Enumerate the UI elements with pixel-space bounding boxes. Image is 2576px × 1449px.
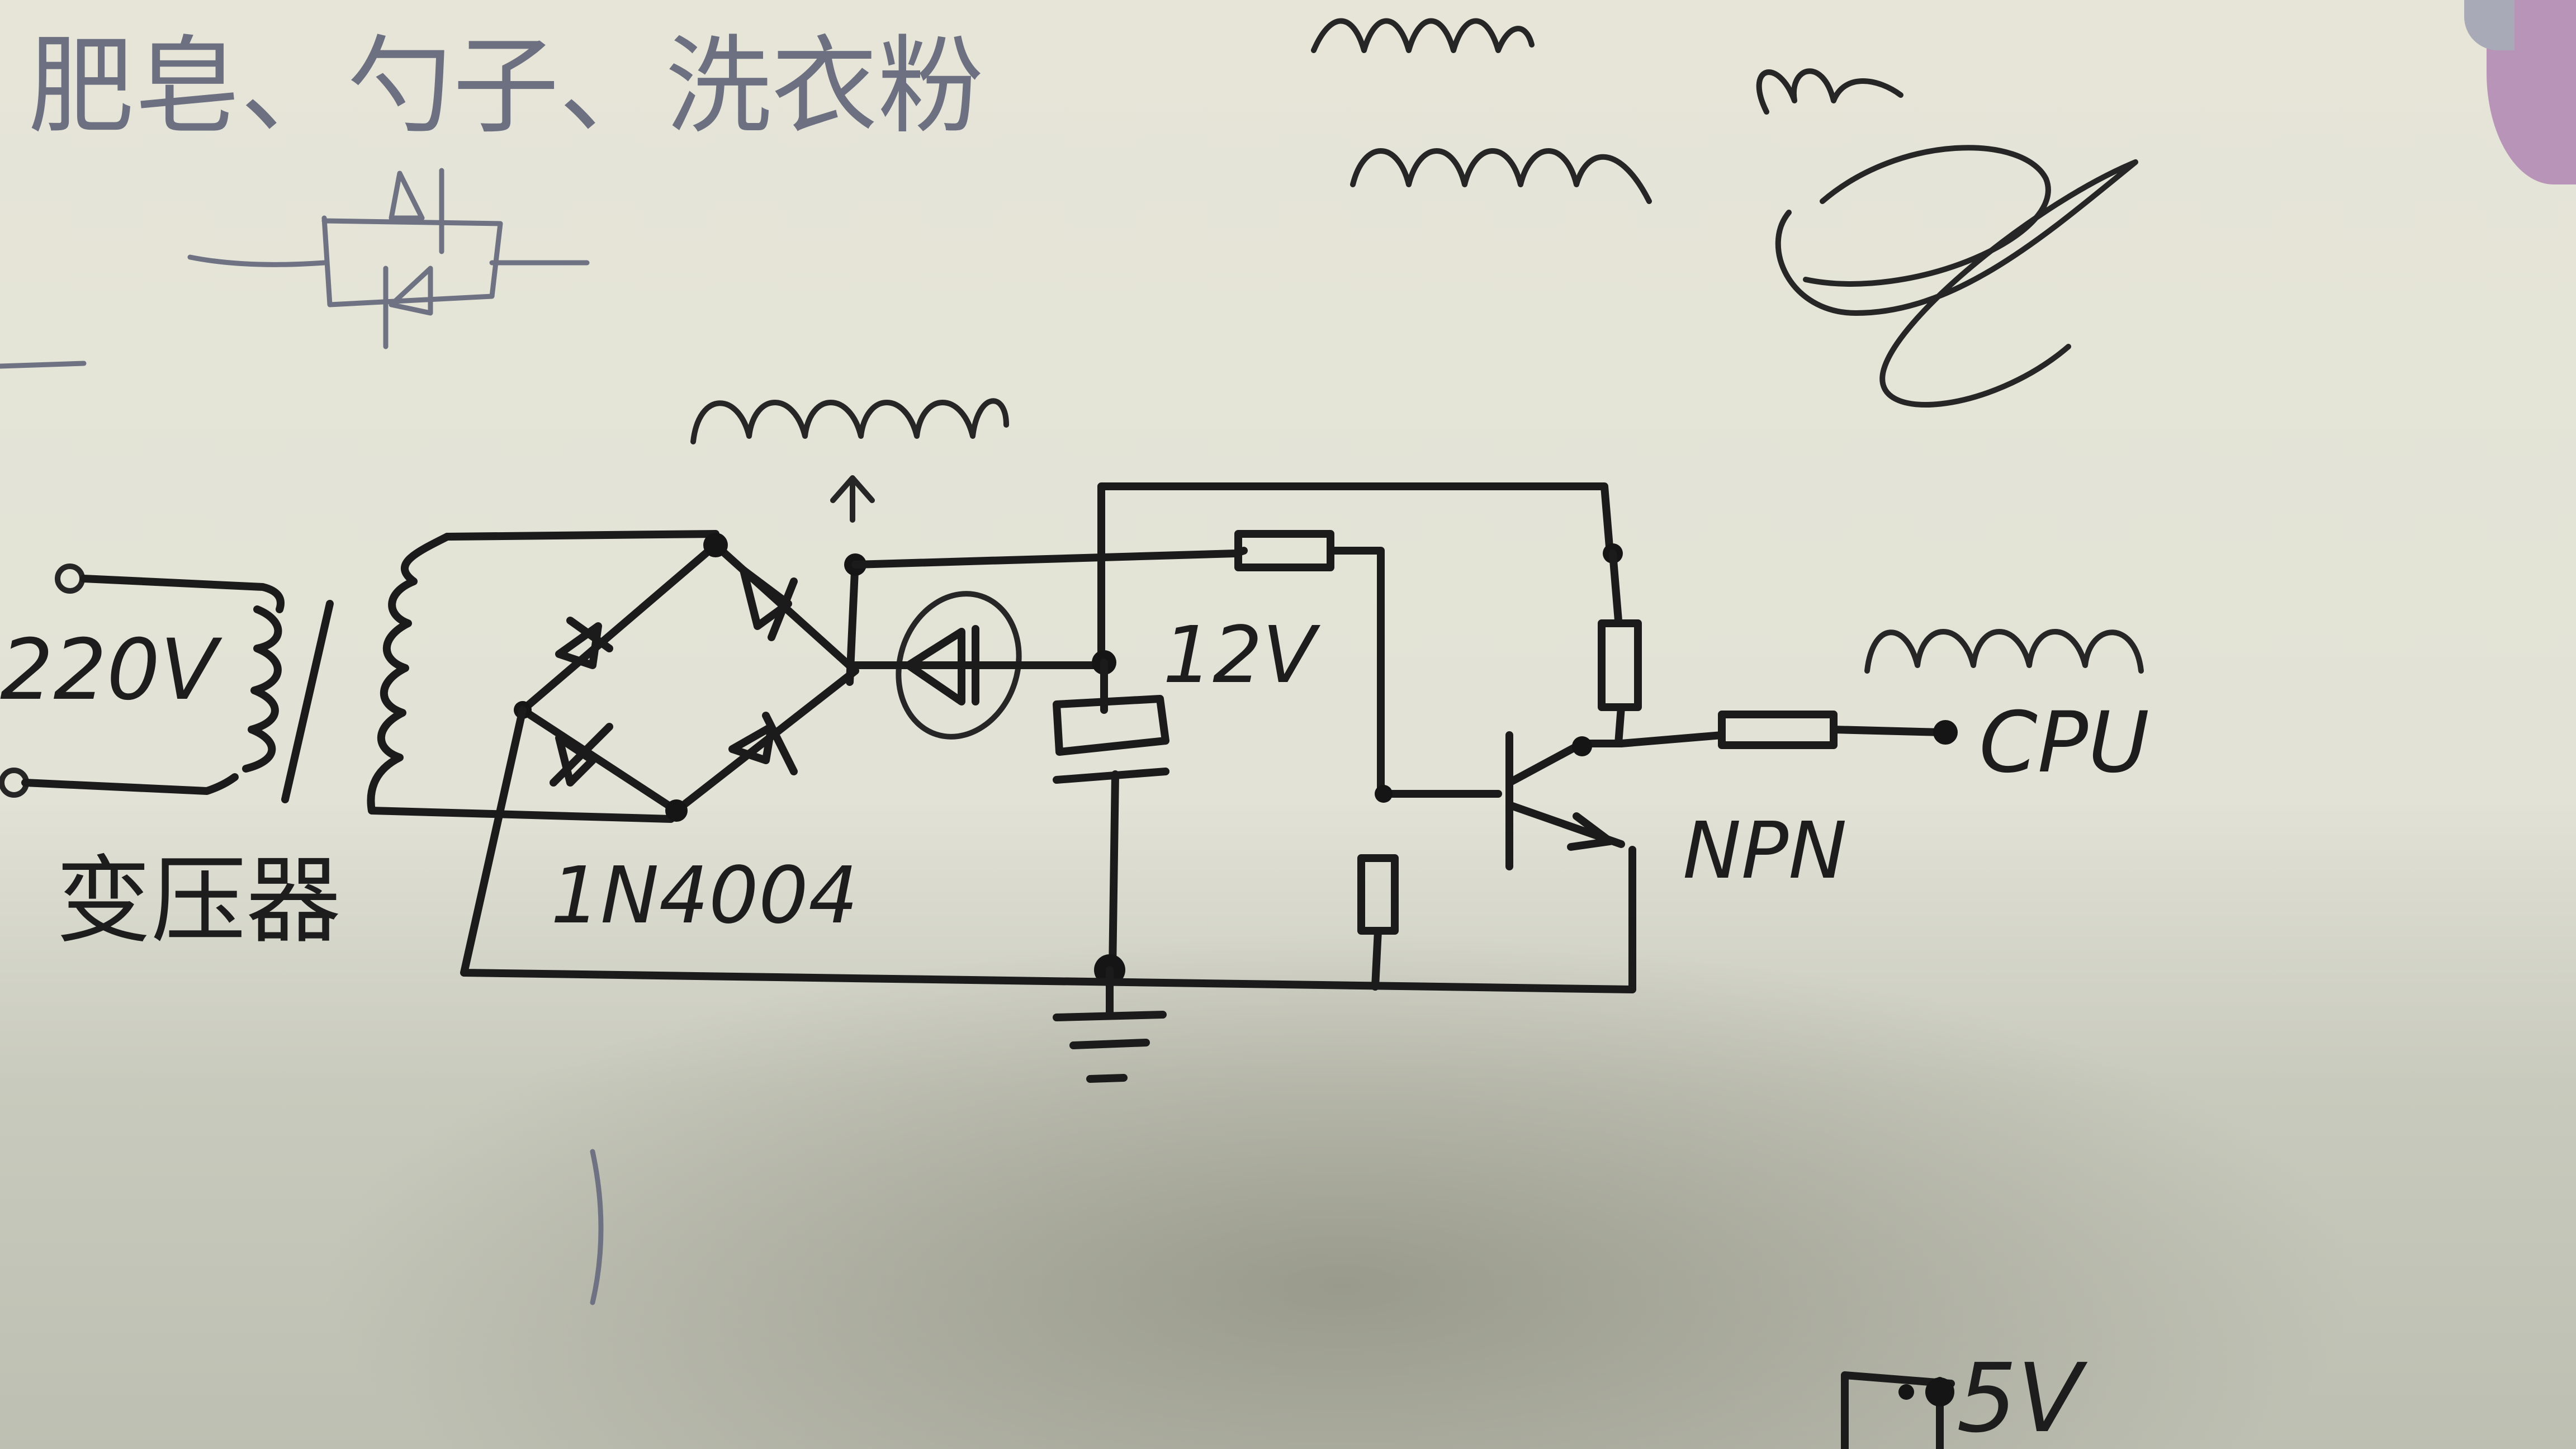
transformer-core-line [281, 600, 334, 803]
notes-top-text: 肥皂、勺子、洗衣粉 [28, 25, 984, 148]
bottom-5v-fragment [1841, 1371, 1955, 1449]
wire-top-rail [851, 547, 1248, 569]
led-diode-circled [851, 591, 1108, 740]
pencil-mark [590, 1149, 604, 1305]
wire-upper-loop [1097, 482, 1614, 669]
label-supply-voltage: 12V [1163, 610, 1320, 701]
scribble-loops-icon [1756, 68, 2138, 408]
wire-ground-rail [460, 706, 1636, 993]
resistor-r1 [1234, 530, 1385, 798]
bridge-positive-lead [846, 555, 859, 686]
resistor-r4 [1357, 854, 1399, 991]
transformer-primary [0, 564, 334, 803]
transformer-secondary [367, 530, 719, 823]
label-output-target: CPU [1979, 694, 2149, 792]
resistor-r2 [1598, 543, 1642, 747]
stub-line [0, 361, 87, 369]
rectified-wave-icon [690, 398, 1009, 444]
capacitor-12v [1053, 659, 1169, 974]
label-bottom-voltage: 5V [1957, 1343, 2088, 1449]
output-wave-icon [1864, 629, 2144, 674]
label-transistor-type: NPN [1683, 806, 1847, 897]
arrow-up-icon [830, 475, 875, 523]
label-bridge-diode: 1N4004 [551, 850, 858, 941]
label-mains-voltage: 220V [0, 622, 222, 719]
label-transformer: 变压器 [56, 846, 341, 956]
coil-squiggle-icon [1311, 18, 1652, 204]
antiparallel-diodes-icon [187, 168, 590, 349]
npn-transistor-icon [1375, 731, 1625, 870]
bridge-rectifier [514, 533, 866, 822]
ground-icon [1053, 954, 1167, 1083]
resistor-r3 [1617, 711, 1958, 749]
